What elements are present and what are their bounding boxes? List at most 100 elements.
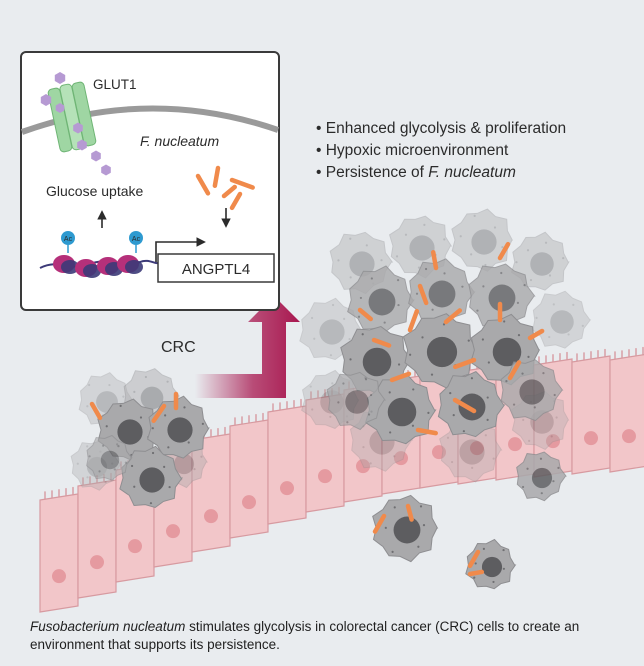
epithelial-nucleus xyxy=(394,451,408,466)
tumor-nucleus xyxy=(458,393,486,421)
histone-icon xyxy=(53,255,143,278)
tumor-nucleus xyxy=(426,336,458,368)
tumor-nucleus xyxy=(100,450,120,470)
tumor-nucleus xyxy=(393,516,421,544)
bacterium xyxy=(430,249,439,271)
angptl4-box xyxy=(157,253,275,283)
tumor-nucleus xyxy=(140,386,164,410)
glucose-hexagon-icon xyxy=(40,94,52,106)
tumor-cell xyxy=(451,208,514,272)
bacterium xyxy=(452,357,477,370)
tumor-nucleus xyxy=(531,467,553,489)
bacterium xyxy=(407,308,420,333)
tumor-cell xyxy=(326,371,386,431)
tumor-cell xyxy=(532,290,592,349)
tumor-nucleus xyxy=(349,251,375,277)
bacterium xyxy=(212,165,221,188)
epithelial-cell xyxy=(39,486,79,613)
tumor-nucleus xyxy=(345,390,369,414)
epithelial-nucleus xyxy=(242,495,256,510)
tumor-cell xyxy=(402,313,478,389)
tumor-nucleus xyxy=(409,235,435,261)
bacterium xyxy=(372,513,387,534)
bacterium xyxy=(507,360,522,381)
tumor-cell xyxy=(147,395,210,459)
epithelial-nucleus xyxy=(280,481,294,496)
tumor-nucleus xyxy=(117,419,143,445)
tumor-cell xyxy=(468,263,536,330)
tumor-cell xyxy=(500,359,564,422)
glucose-hexagon-icon xyxy=(55,103,65,113)
glucose-molecules xyxy=(40,72,111,176)
tumor-nucleus xyxy=(139,467,165,493)
epithelial-cell xyxy=(571,348,611,475)
epithelial-cell xyxy=(191,426,231,553)
glucose-hexagon-icon xyxy=(101,164,111,176)
tumor-nucleus xyxy=(319,319,345,345)
tumor-nucleus xyxy=(459,439,485,465)
tumor-cell xyxy=(437,371,506,438)
tumor-nucleus xyxy=(488,284,516,312)
tumor-cell xyxy=(119,445,183,509)
epithelial-nucleus xyxy=(318,469,332,484)
progression-arrow xyxy=(195,296,300,398)
epithelial-nucleus xyxy=(470,441,484,456)
glucose-hexagon-icon xyxy=(54,72,66,84)
tumor-nucleus xyxy=(519,379,545,405)
tumor-nucleus xyxy=(492,337,522,367)
histone xyxy=(117,255,143,274)
transcription-arrow xyxy=(155,237,206,262)
large-tumor-mass xyxy=(299,208,592,483)
epithelial-nucleus xyxy=(622,429,636,444)
tumor-nucleus xyxy=(173,453,195,475)
tumor-nucleus xyxy=(428,280,456,308)
glucose-hexagon-icon xyxy=(77,139,87,151)
svg-text:Ac: Ac xyxy=(64,236,73,243)
chromatin: Ac Ac xyxy=(39,231,161,278)
bacteria-rod-icon xyxy=(195,165,255,211)
bacterium xyxy=(443,308,463,325)
outcome-list: Enhanced glycolysis & proliferation Hypo… xyxy=(316,118,636,184)
tumor-nucleus xyxy=(167,417,193,443)
glut1-label: GLUT1 xyxy=(93,77,137,92)
detached-tumor-cells xyxy=(372,451,567,590)
bacterium xyxy=(497,241,511,261)
tumor-nucleus xyxy=(471,229,497,255)
outcome-item-hypoxia: Hypoxic microenvironment xyxy=(316,140,636,162)
bacterium xyxy=(452,397,477,414)
bacterium-label: F. nucleatum xyxy=(140,133,219,149)
bacterium xyxy=(195,173,211,196)
epithelial-nucleus xyxy=(356,459,370,474)
bacterium xyxy=(151,403,167,423)
bacterium xyxy=(389,371,412,383)
bacterium xyxy=(467,569,485,577)
arrow-icon xyxy=(195,296,300,398)
histone xyxy=(53,255,79,274)
bacterium xyxy=(357,307,373,322)
epithelial-cell xyxy=(77,472,117,599)
svg-text:Ac: Ac xyxy=(132,236,141,243)
tumor-cell xyxy=(372,494,439,563)
tumor-nucleus xyxy=(550,310,574,334)
outcome-item-persistence: Persistence of F. nucleatum xyxy=(316,162,636,184)
small-tumor-cluster xyxy=(70,368,210,509)
epithelial-cell xyxy=(609,346,644,473)
outcome-item-glycolysis: Enhanced glycolysis & proliferation xyxy=(316,118,636,140)
tumor-cell xyxy=(511,231,570,291)
tumor-nucleus xyxy=(368,288,396,316)
epithelial-nucleus xyxy=(90,555,104,570)
bacterium xyxy=(371,337,392,348)
bacterium xyxy=(221,184,237,199)
bacterium xyxy=(467,549,481,569)
epithelial-nucleus xyxy=(546,434,560,449)
histone xyxy=(75,259,101,278)
tumor-nucleus xyxy=(481,556,503,578)
bacterium xyxy=(527,328,545,341)
epithelial-nucleus xyxy=(204,509,218,524)
glucose-hexagon-icon xyxy=(73,122,83,134)
epithelial-cell xyxy=(267,398,307,525)
tumor-cell xyxy=(439,419,503,483)
process-label: Glucose uptake xyxy=(46,183,143,199)
tumor-cell xyxy=(408,258,476,325)
